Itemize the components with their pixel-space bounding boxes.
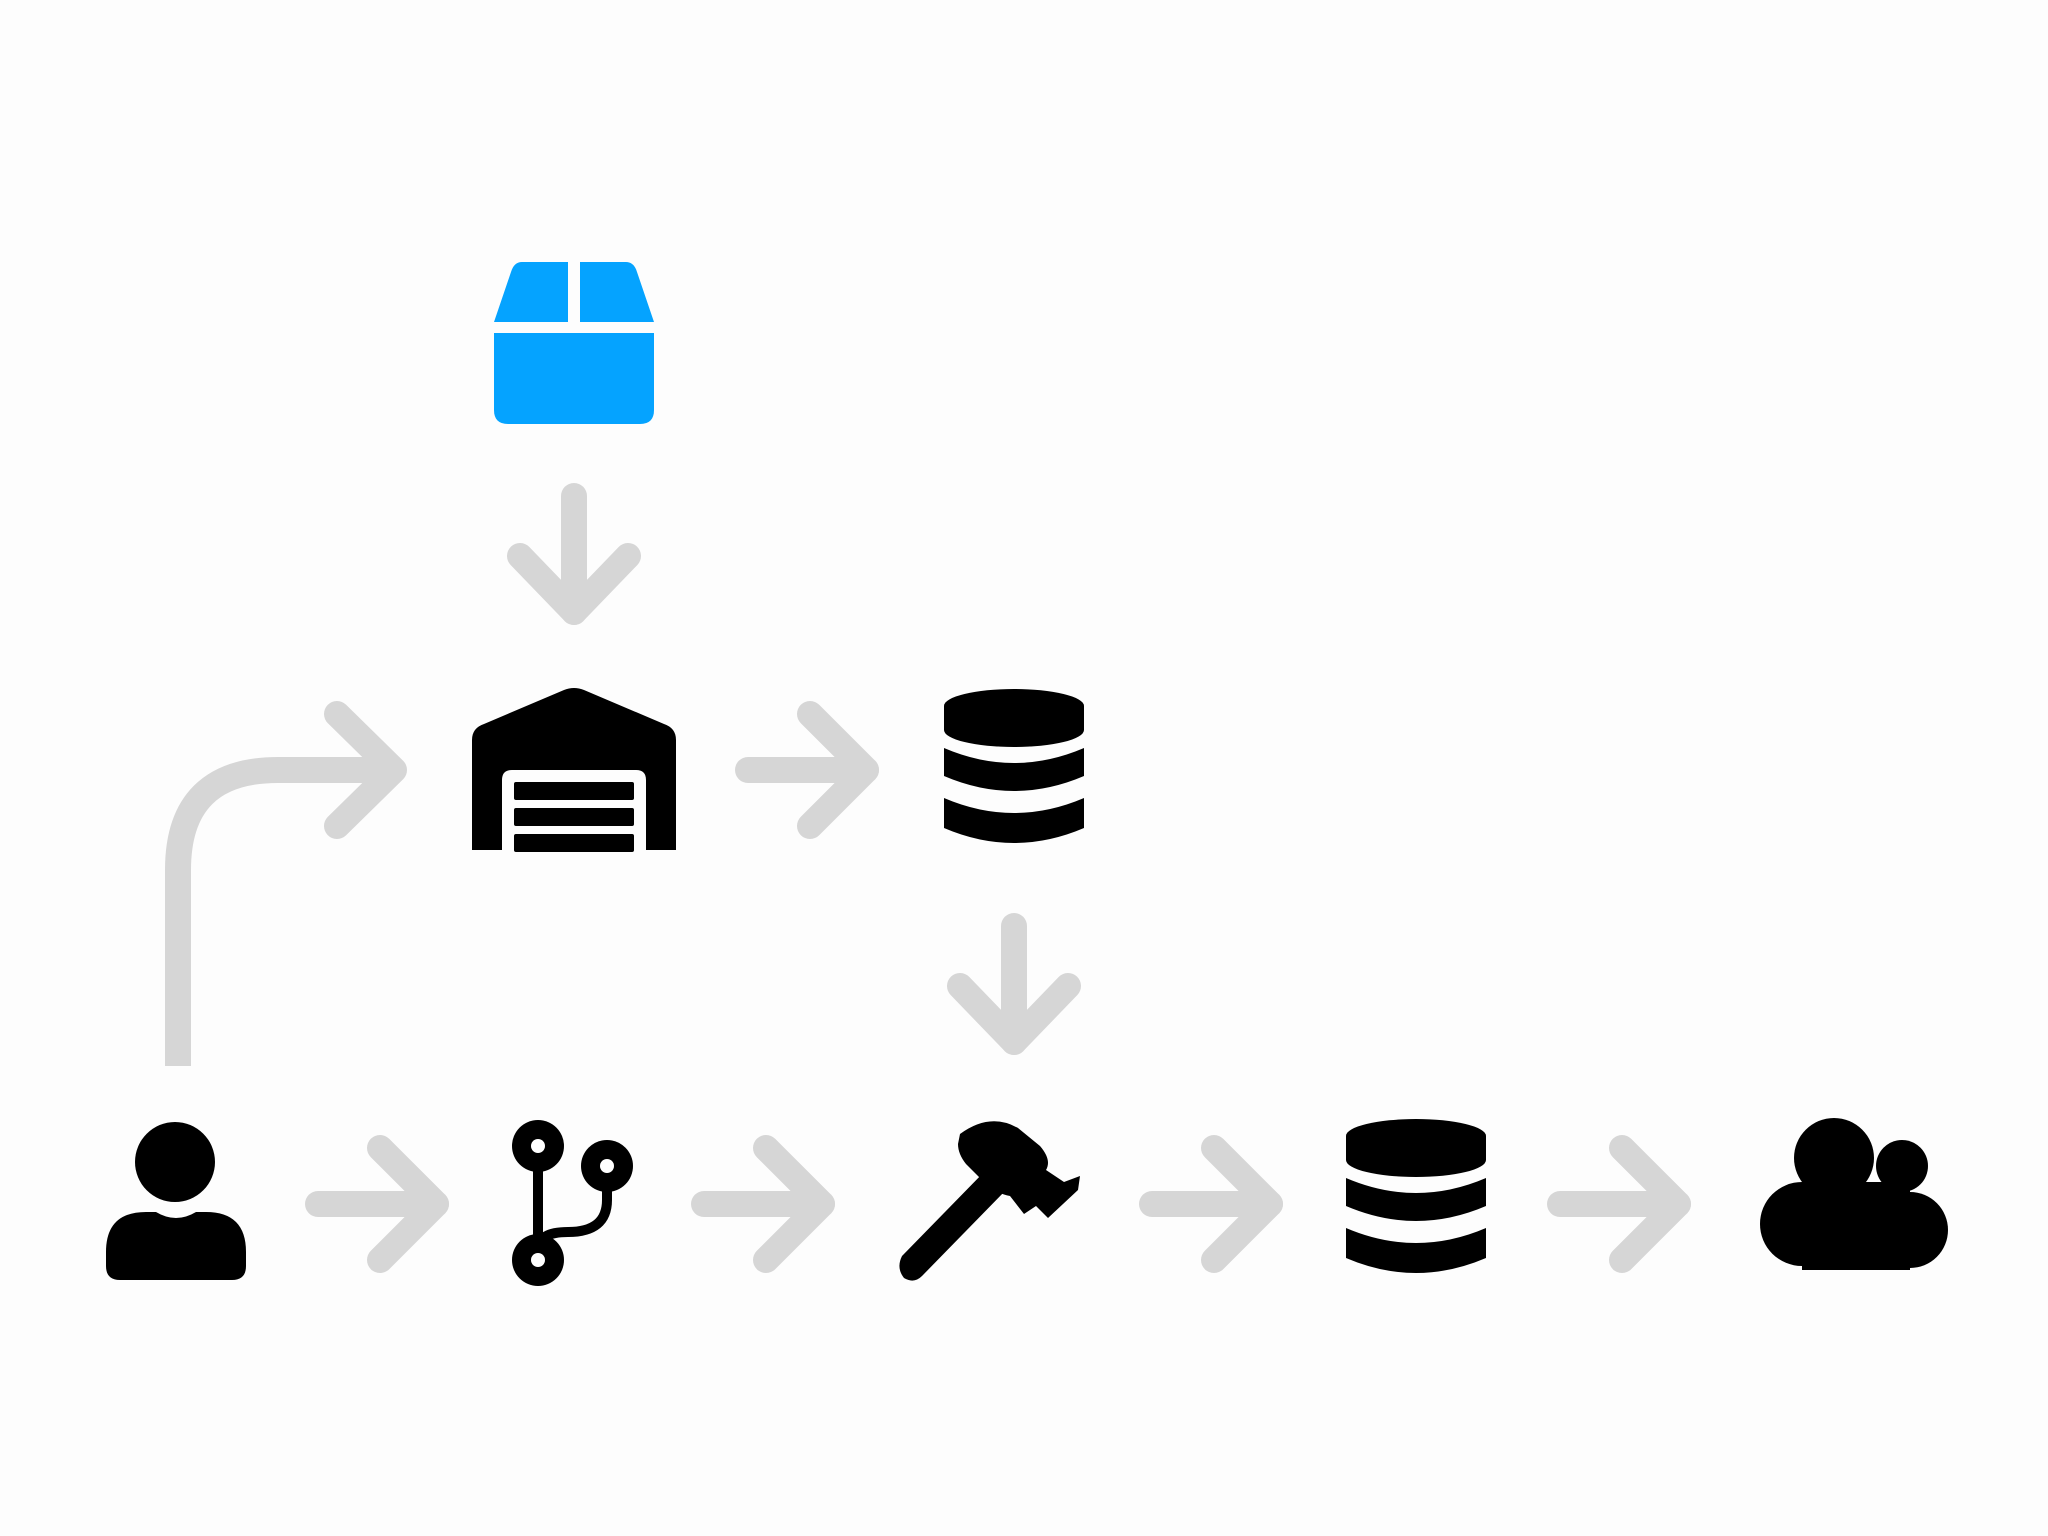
arrow-user-to-git <box>305 1135 449 1273</box>
hammer-icon <box>899 1121 1080 1281</box>
user-icon <box>106 1122 246 1280</box>
arrow-warehouse-to-database <box>735 701 879 839</box>
arrow-build-to-database <box>1139 1135 1283 1273</box>
arrow-user-to-warehouse <box>165 701 407 1066</box>
arrow-database-to-cloud <box>1547 1135 1691 1273</box>
database-icon <box>944 689 1084 843</box>
cloud-icon <box>1760 1118 1948 1270</box>
arrow-database-to-build <box>947 913 1081 1055</box>
database-icon <box>1346 1119 1486 1273</box>
arrow-package-to-warehouse <box>507 483 641 625</box>
git-branch-icon <box>512 1120 633 1286</box>
arrow-git-to-build <box>691 1135 835 1273</box>
package-icon <box>494 262 654 424</box>
warehouse-icon <box>472 688 676 852</box>
arrows <box>165 483 1691 1273</box>
